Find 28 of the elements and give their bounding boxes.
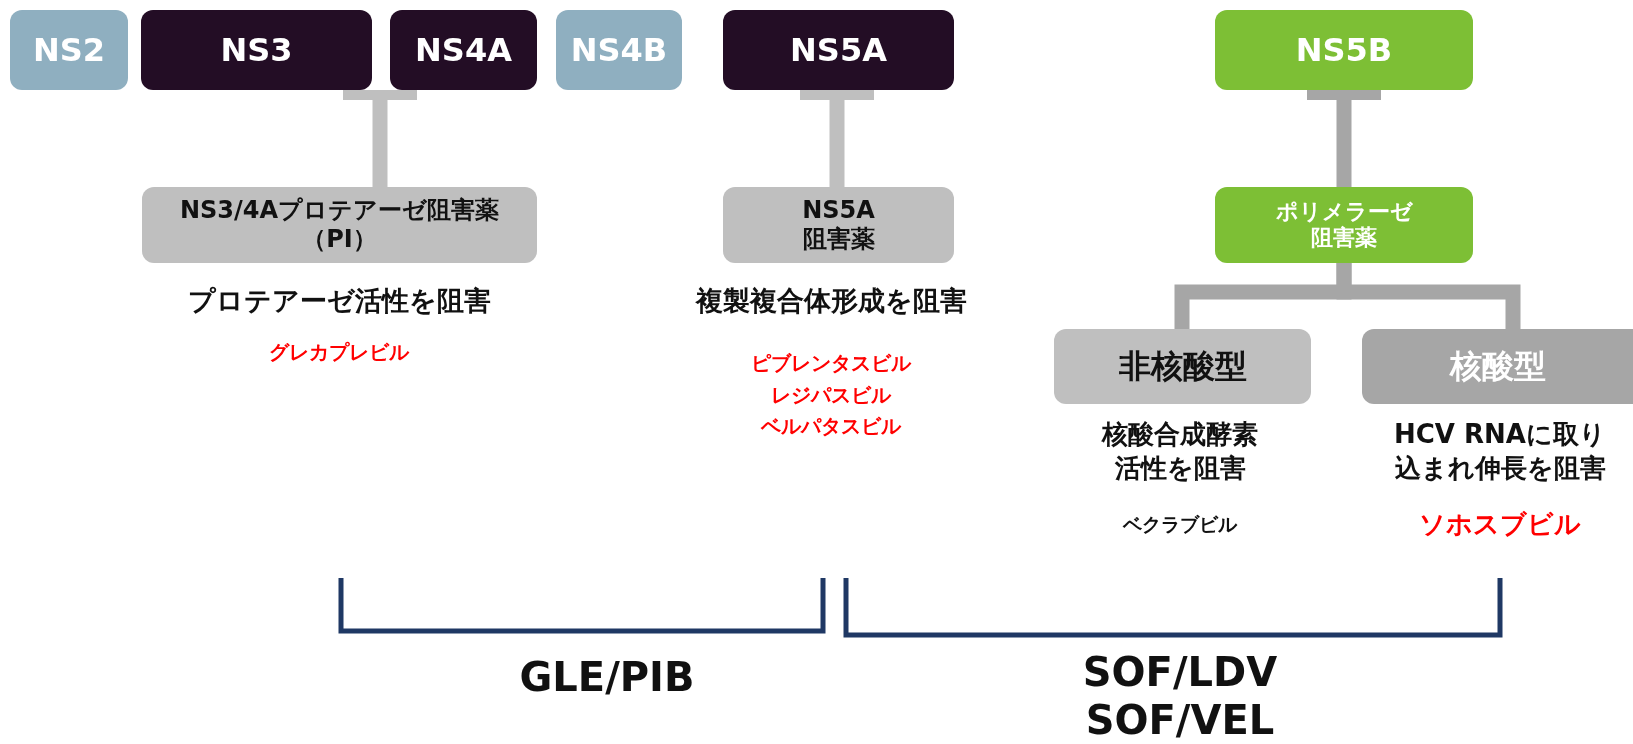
combination-label: SOF/VEL [1084, 698, 1276, 742]
inhibition-line [1307, 90, 1381, 187]
protein-box: NS4A [390, 10, 537, 90]
protein-box: NS2 [10, 10, 128, 90]
inhibitor-box: NS5A阻害薬 [723, 187, 954, 263]
drug-name: ピブレンタスビル [750, 350, 913, 376]
protein-box: NS4B [556, 10, 682, 90]
connector-line [1336, 263, 1521, 329]
drug-name: グレカプレビル [268, 339, 411, 365]
effect-text: HCV RNAに取り込まれ伸長を阻害 [1393, 418, 1607, 485]
inhibitor-type-box: 核酸型 [1362, 329, 1633, 404]
effect-text: プロテアーゼ活性を阻害 [186, 284, 492, 318]
protein-box: NS5B [1215, 10, 1473, 90]
inhibitor-box: NS3/4Aプロテアーゼ阻害薬（PI） [142, 187, 537, 263]
combination-label: SOF/LDV [1081, 650, 1279, 694]
inhibition-line [800, 90, 874, 187]
protein-box: NS5A [723, 10, 954, 90]
inhibitor-box: ポリメラーゼ阻害薬 [1215, 187, 1473, 263]
drug-name: ソホスブビル [1418, 508, 1582, 541]
inhibition-line [343, 90, 417, 187]
effect-text: 核酸合成酵素活性を阻害 [1100, 418, 1259, 485]
effect-text: 複製複合体形成を阻害 [694, 284, 968, 318]
combination-label: GLE/PIB [518, 655, 696, 699]
protein-box: NS3 [141, 10, 372, 90]
drug-name: ベクラブビル [1121, 512, 1238, 537]
drug-name: ベルパタスビル [760, 413, 903, 439]
drug-name: レジパスビル [770, 382, 893, 408]
inhibitor-type-box: 非核酸型 [1054, 329, 1311, 404]
